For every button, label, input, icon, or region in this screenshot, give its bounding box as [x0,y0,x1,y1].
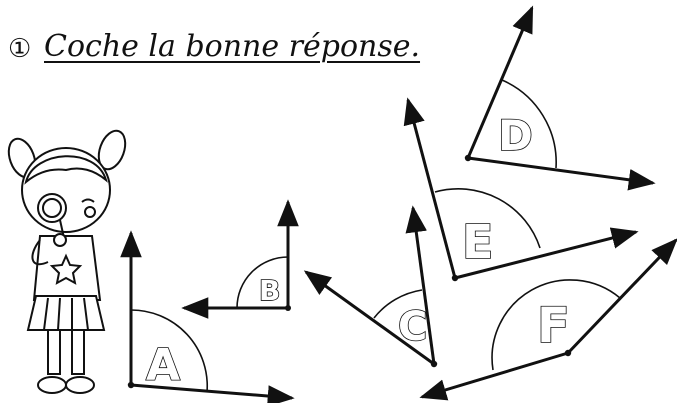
angle-a [120,230,295,403]
angle-label-f: F [537,298,570,354]
angle-label-e: E [462,215,493,269]
angle-d [464,5,656,191]
angle-label-c: C [398,304,427,350]
angle-f [419,238,677,401]
angle-label-a: A [146,340,180,391]
angle-b [181,199,299,319]
angle-label-d: D [498,111,533,160]
angle-label-b: B [259,274,280,307]
angle-c [303,205,438,368]
exercise-number: ① [8,34,32,64]
exercise-instruction: Coche la bonne réponse. [44,29,421,64]
angle-e [403,97,639,282]
girl-illustration [7,129,127,394]
